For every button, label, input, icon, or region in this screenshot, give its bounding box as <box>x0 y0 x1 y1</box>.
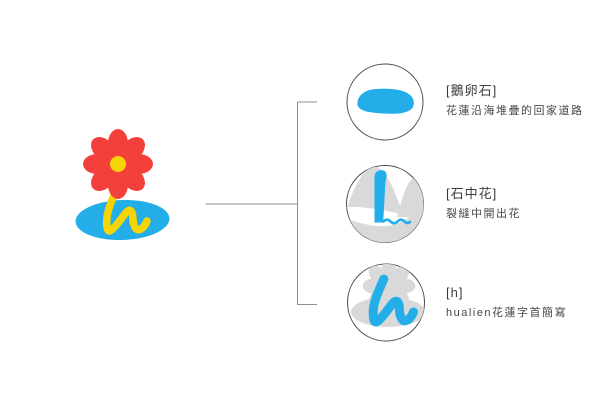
annotation-stone-flower-description: 裂縫中開出花 <box>446 208 521 220</box>
annotation-pebble: [鵝卵石] 花蓮沿海堆疊的回家道路 <box>446 83 584 118</box>
annotation-h-initial: [h] hualien花蓮字首簡寫 <box>446 285 567 320</box>
annotation-pebble-description: 花蓮沿海堆疊的回家道路 <box>446 105 584 117</box>
annotation-h-initial-title: [h] <box>446 285 464 300</box>
hiragana-n-blue-glyph <box>368 274 418 327</box>
pebble-stone-shape <box>357 88 414 114</box>
stone-flower-icon <box>346 165 424 243</box>
hualien-flower-logo <box>75 129 170 241</box>
stone-flower-water-squiggle <box>382 218 412 225</box>
pebble-icon <box>346 63 424 141</box>
logo-flower-petals <box>83 129 153 199</box>
annotation-h-initial-description: hualien花蓮字首簡寫 <box>446 307 567 319</box>
logo-hiragana-n-stem <box>102 184 151 235</box>
logo-flower-center <box>110 156 126 172</box>
annotation-stone-flower: [石中花] 裂縫中開出花 <box>446 186 521 221</box>
annotation-pebble-title: [鵝卵石] <box>446 83 498 98</box>
hiragana-n-icon <box>347 263 425 342</box>
connector-bracket <box>205 101 317 305</box>
annotation-stone-flower-title: [石中花] <box>446 186 498 201</box>
bracket-line <box>205 101 317 305</box>
stone-flower-monolith <box>374 170 387 223</box>
